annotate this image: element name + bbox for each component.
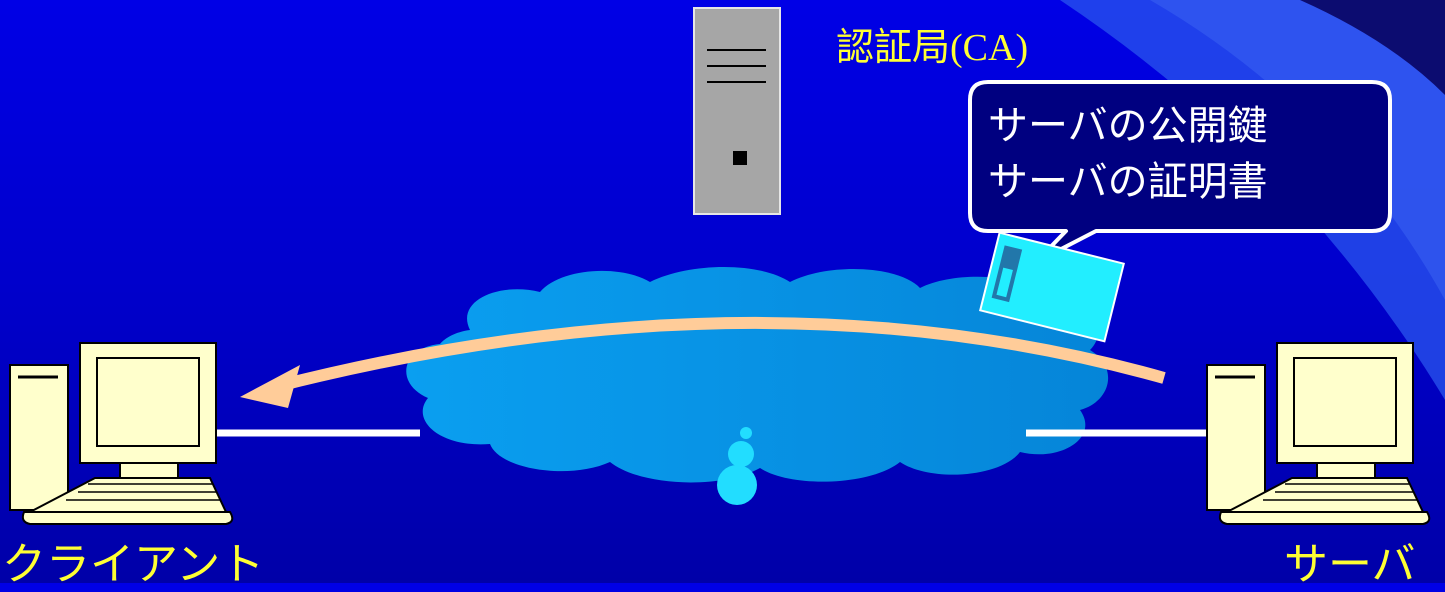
callout-text: サーバの公開鍵 サーバの証明書	[988, 98, 1268, 210]
ca-label-text: 認証局	[836, 25, 951, 69]
callout-line-certificate: サーバの証明書	[988, 159, 1268, 205]
server-computer-icon	[1206, 342, 1431, 525]
certificate-icon	[979, 231, 1125, 343]
server-label: サーバ	[1284, 539, 1416, 590]
ca-label: 認証局(CA)	[836, 16, 1028, 71]
ca-server-icon	[693, 7, 781, 215]
transfer-arrow	[240, 316, 1166, 408]
ca-abbr: (CA)	[950, 27, 1029, 69]
network-cloud-icon	[406, 267, 1109, 505]
callout-line-public-key: サーバの公開鍵	[988, 103, 1268, 149]
client-computer-icon	[9, 342, 234, 525]
client-label: クライアント	[2, 539, 265, 590]
callout-bubble	[968, 80, 1392, 264]
